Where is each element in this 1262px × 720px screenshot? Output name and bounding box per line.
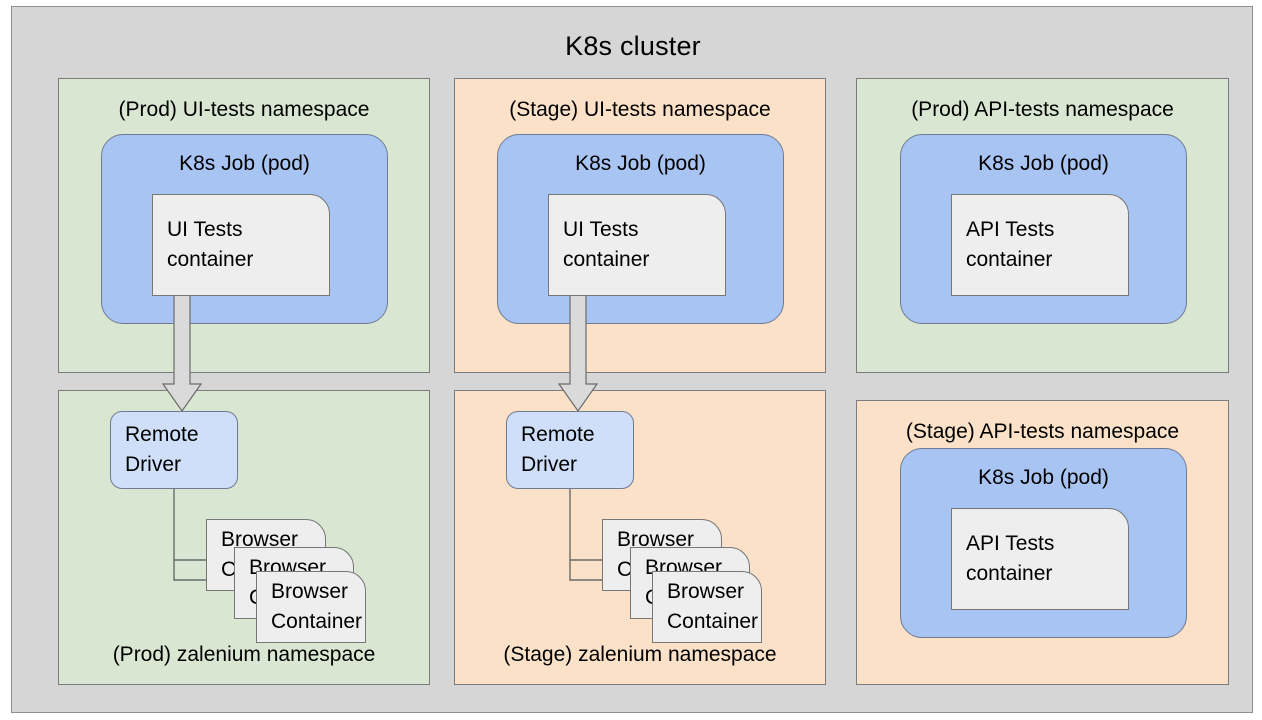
- namespace-label: (Prod) API-tests namespace: [911, 98, 1174, 121]
- namespace-label: (Stage) UI-tests namespace: [509, 98, 771, 121]
- namespace-label: (Prod) UI-tests namespace: [118, 98, 370, 121]
- remote-driver-prod[interactable]: Remote Driver: [110, 411, 238, 489]
- pod-label: K8s Job (pod): [575, 152, 706, 175]
- browser-container-label: Browser Container: [667, 580, 759, 633]
- container-api-tests-prod[interactable]: API Tests container: [951, 194, 1129, 296]
- container-label: UI Tests container: [563, 218, 650, 271]
- container-label: API Tests container: [966, 532, 1055, 585]
- pod-label: K8s Job (pod): [179, 152, 310, 175]
- cluster-title: K8s cluster: [565, 31, 701, 61]
- namespace-label: (Stage) zalenium namespace: [503, 643, 777, 666]
- pod-label: K8s Job (pod): [978, 466, 1109, 489]
- container-label: API Tests container: [966, 218, 1055, 271]
- container-label: UI Tests container: [167, 218, 254, 271]
- remote-driver-stage[interactable]: Remote Driver: [506, 411, 634, 489]
- container-api-tests-stage[interactable]: API Tests container: [951, 508, 1129, 610]
- namespace-label: (Prod) zalenium namespace: [112, 643, 376, 666]
- namespace-label: (Stage) API-tests namespace: [905, 420, 1180, 443]
- remote-driver-label: Remote Driver: [125, 423, 199, 476]
- container-ui-tests-stage[interactable]: UI Tests container: [548, 194, 726, 296]
- arrow-prod-uitests-to-driver: [162, 294, 202, 412]
- browser-container-prod-3[interactable]: Browser Container: [256, 571, 366, 643]
- browser-container-label: Browser Container: [271, 580, 363, 633]
- arrow-stage-uitests-to-driver: [558, 294, 598, 412]
- container-ui-tests-prod[interactable]: UI Tests container: [152, 194, 330, 296]
- pod-label: K8s Job (pod): [978, 152, 1109, 175]
- remote-driver-label: Remote Driver: [521, 423, 595, 476]
- browser-container-stage-3[interactable]: Browser Container: [652, 571, 762, 643]
